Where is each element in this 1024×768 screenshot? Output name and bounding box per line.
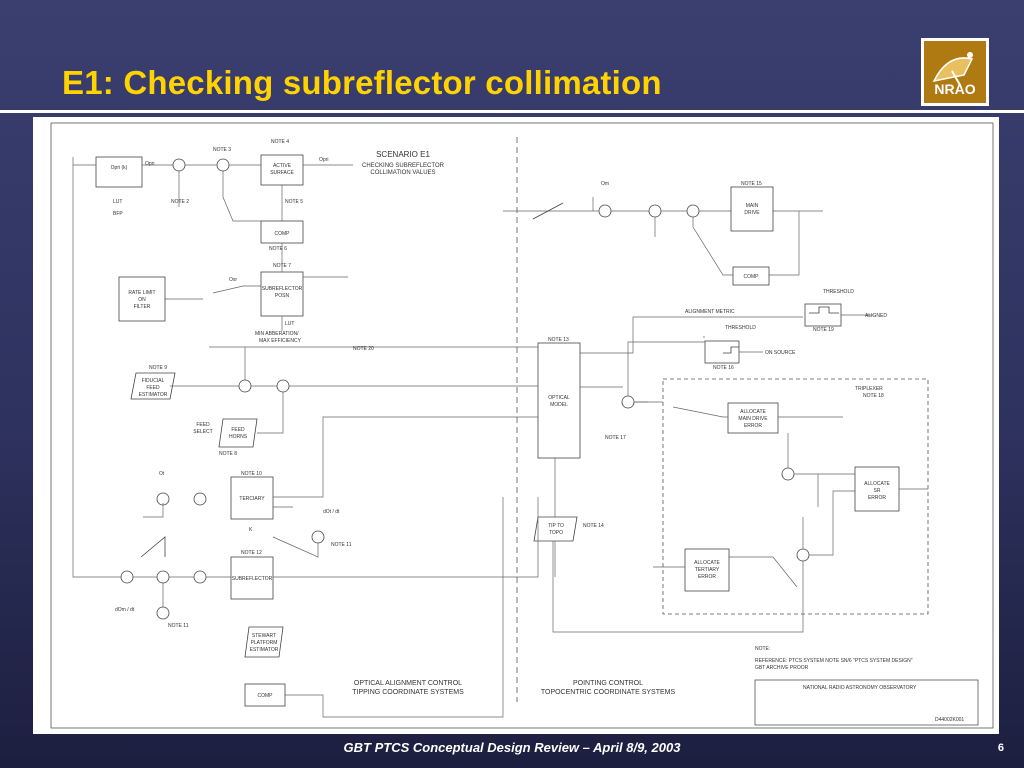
label-note3: NOTE 3 (213, 147, 231, 153)
block-main1: MAIN (746, 203, 759, 209)
block-allocsr3: ERROR (868, 495, 886, 501)
block-fid1: FIDUCIAL (142, 378, 165, 384)
page-number: 6 (997, 742, 1004, 754)
scenario-sub1: CHECKING SUBREFLECTOR (362, 163, 445, 169)
title-divider (0, 110, 1024, 113)
label-note12: NOTE 12 (241, 550, 262, 556)
block-allocsr2: SR (874, 488, 881, 494)
label-note13: NOTE 13 (548, 337, 569, 343)
block-rate2: ON (138, 297, 146, 303)
block-comp-1: COMP (275, 231, 291, 237)
right-caption-2: TOPOCENTRIC COORDINATE SYSTEMS (541, 689, 676, 696)
block-comp-2: COMP (258, 693, 274, 699)
label-note2: NOTE 2 (171, 199, 189, 205)
label-triplexer: TRIPLEXER (855, 386, 883, 392)
block-optical2: MODEL (550, 402, 568, 408)
label-note17: NOTE 17 (605, 435, 626, 441)
label-alignment-metric: ALIGNMENT METRIC (685, 309, 735, 315)
block-subreflector: SUBREFLECTOR (232, 576, 273, 582)
label-dot: dOt / dt (323, 509, 340, 515)
block-stewart1: STEWART (252, 633, 276, 639)
block-active2: SURFACE (270, 170, 294, 176)
block-active1: ACTIVE (273, 163, 292, 169)
block-allocter1: ALLOCATE (694, 560, 720, 566)
block-optical1: OPTICAL (548, 395, 570, 401)
block-stewart2: PLATFORM (251, 640, 278, 646)
block-fid2: FEED (146, 385, 160, 391)
label-note6: NOTE 6 (269, 246, 287, 252)
label-note11-b: NOTE 11 (168, 623, 189, 629)
block-tip2: TOPO (549, 530, 563, 536)
block-stewart3: ESTIMATOR (250, 647, 279, 653)
block-allocmain2: MAIN DRIVE (738, 416, 768, 422)
block-rate1: RATE LIMIT (128, 290, 155, 296)
label-ot: Ot (159, 471, 165, 477)
logo-text: NRAO (934, 81, 976, 97)
label-drawing-no: D44002K001 (935, 717, 964, 723)
label-bfp: BFP (113, 211, 123, 217)
block-allocter2: TERTIARY (695, 567, 720, 573)
label-note10: NOTE 10 (241, 471, 262, 477)
label-opri: Opri (145, 161, 154, 167)
label-note16: NOTE 16 (713, 365, 734, 371)
block-subposn2: POSN (275, 293, 290, 299)
label-threshold-1: THRESHOLD (823, 289, 854, 295)
block-terciary: TERCIARY (239, 496, 265, 502)
label-note9: NOTE 9 (149, 365, 167, 371)
label-note7: NOTE 7 (273, 263, 291, 269)
block-allocmain3: ERROR (744, 423, 762, 429)
label-opri-out: Opri (319, 157, 328, 163)
block-subposn1: SUBREFLECTOR (262, 286, 303, 292)
diagram-canvas: SCENARIO E1 CHECKING SUBREFLECTOR COLLIM… (50, 122, 994, 729)
block-allocter3: ERROR (698, 574, 716, 580)
block-diagram: SCENARIO E1 CHECKING SUBREFLECTOR COLLIM… (33, 117, 999, 734)
label-titleblock: NATIONAL RADIO ASTRONOMY OBSERVATORY (803, 685, 917, 691)
label-note19: NOTE 19 (813, 327, 834, 333)
block-tip1: TIP TO (548, 523, 564, 529)
label-reference2: GBT ARCHIVE PROOR (755, 665, 809, 671)
logo-emblem: NRAO (924, 41, 986, 103)
label-min-aberr2: MAX EFFICIENCY (259, 338, 302, 344)
label-note14: NOTE 14 (583, 523, 604, 529)
label-k: K (249, 527, 253, 533)
slide-footer: GBT PTCS Conceptual Design Review – Apri… (343, 740, 681, 755)
right-caption-1: POINTING CONTROL (573, 680, 643, 687)
scenario-sub2: COLLIMATION VALUES (370, 170, 435, 176)
block-select2: SELECT (193, 429, 212, 435)
label-note11-a: NOTE 11 (331, 542, 352, 548)
block-horns1: FEED (231, 427, 245, 433)
scenario-title: SCENARIO E1 (376, 150, 430, 159)
label-dom: dOm / dt (115, 607, 135, 613)
telescope-icon (932, 52, 974, 86)
label-on-source: ON SOURCE (765, 350, 796, 356)
left-caption-1: OPTICAL ALIGNMENT CONTROL (354, 680, 462, 687)
block-horns2: HORNS (229, 434, 248, 440)
block-comp-3: COMP (744, 274, 760, 280)
block-allocmain1: ALLOCATE (740, 409, 766, 415)
left-caption-2: TIPPING COORDINATE SYSTEMS (352, 689, 464, 696)
label-osr: Osr (229, 277, 237, 283)
slide-title: E1: Checking subreflector collimation (62, 64, 662, 101)
label-lut-1: LUT (113, 199, 122, 205)
block-main2: DRIVE (744, 210, 760, 216)
label-om: Om (601, 181, 609, 187)
block-allocsr1: ALLOCATE (864, 481, 890, 487)
block-fid3: ESTIMATOR (139, 392, 168, 398)
label-note20: NOTE 20 (353, 346, 374, 352)
label-note8: NOTE 8 (219, 451, 237, 457)
label-note4: NOTE 4 (271, 139, 289, 145)
block-rate3: FILTER (134, 304, 151, 310)
label-aligned: ALIGNED (865, 313, 887, 319)
block-opri-k: Opri (k) (111, 165, 128, 171)
nrao-logo: NRAO (921, 38, 989, 106)
label-note-hdr: NOTE: (755, 646, 770, 652)
label-reference1: REFERENCE: PTCS SYSTEM NOTE SN/6 "PTCS S… (755, 658, 913, 664)
label-note15: NOTE 15 (741, 181, 762, 187)
label-lut-2: LUT (285, 321, 294, 327)
label-min-aberr1: MIN ABBERATION/ (255, 331, 299, 337)
label-note5: NOTE 5 (285, 199, 303, 205)
label-threshold-2: THRESHOLD (725, 325, 756, 331)
label-note18: NOTE 18 (863, 393, 884, 399)
block-select1: FEED (196, 422, 210, 428)
